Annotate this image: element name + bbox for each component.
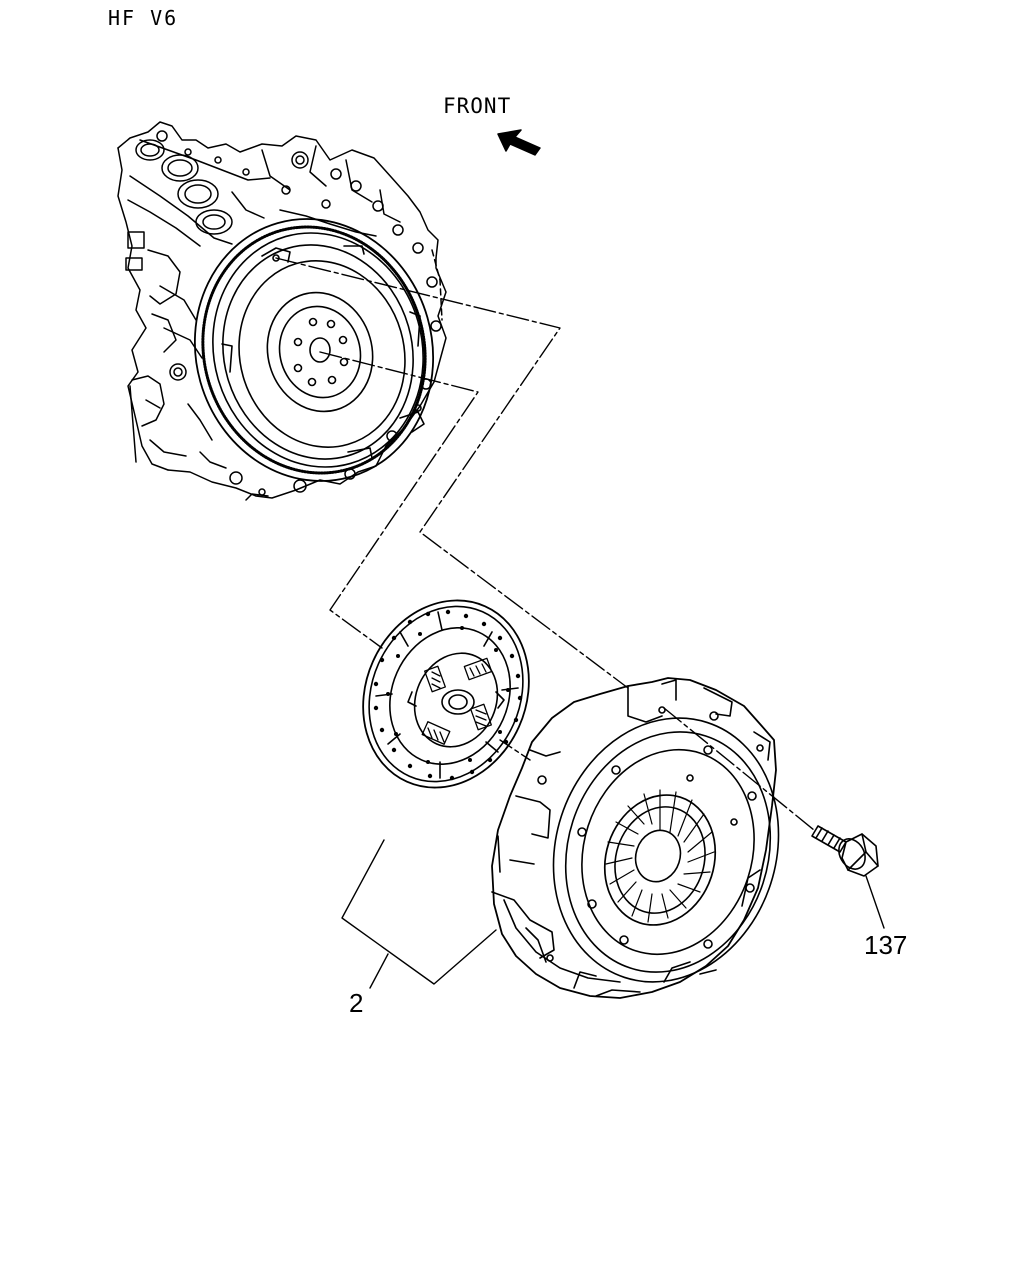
pressure-plate-bolt — [812, 826, 878, 876]
diaphragm-fingers — [606, 790, 714, 922]
pressure-plate — [492, 678, 812, 1011]
alignment-lines — [276, 258, 814, 830]
clutch-disc — [334, 574, 558, 814]
damper-springs — [422, 658, 491, 744]
model-code-label: HF V6 — [108, 6, 179, 30]
engine-block — [118, 122, 446, 500]
flywheel — [164, 191, 464, 510]
front-arrow-icon — [498, 130, 540, 155]
front-direction-label: FRONT — [443, 94, 512, 118]
callout-clutch-set[interactable]: 2 — [349, 988, 364, 1018]
callout-bolt[interactable]: 137 — [864, 930, 908, 960]
callout-leaders — [342, 840, 884, 988]
